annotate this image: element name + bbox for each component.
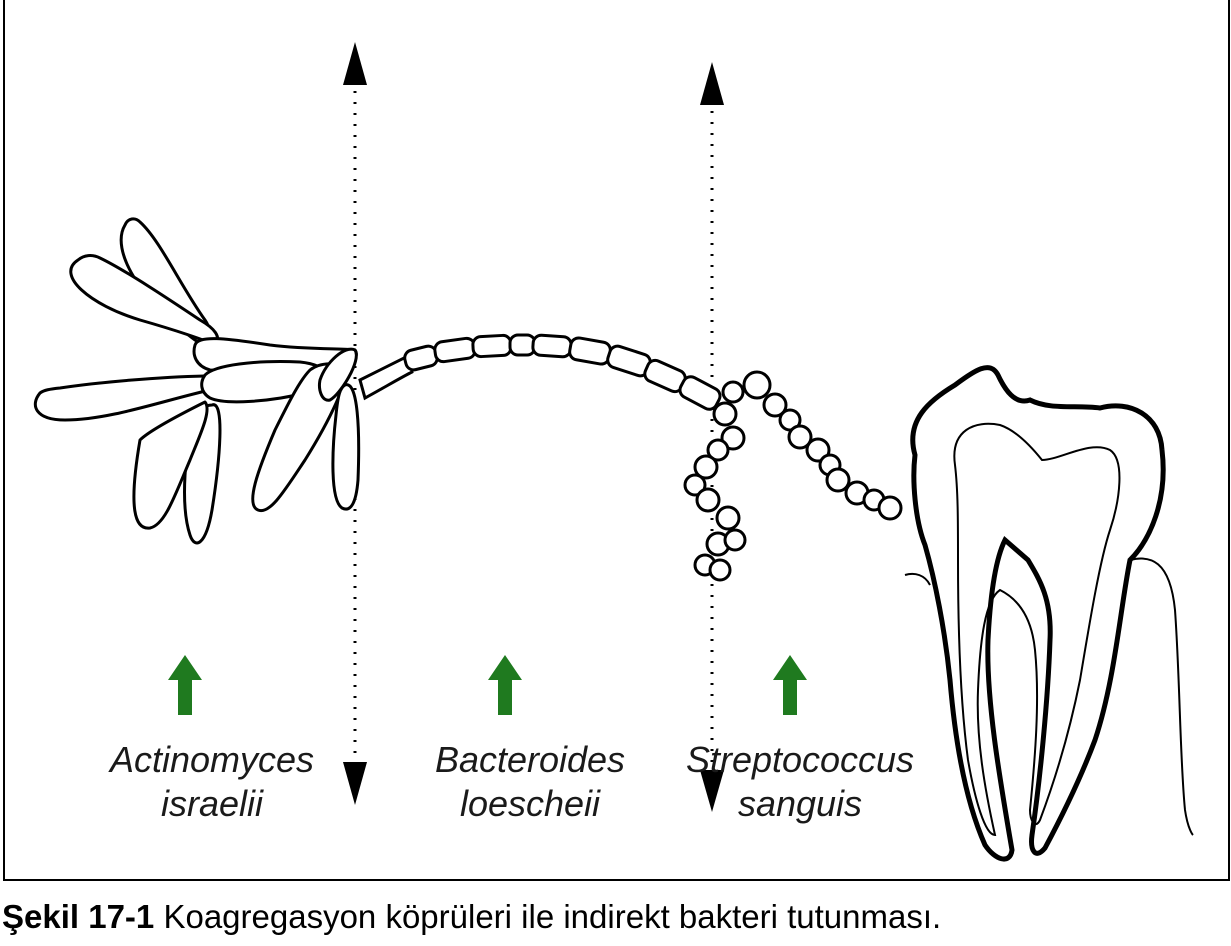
label-streptococcus-genus: Streptococcus xyxy=(670,738,930,782)
actinomyces-cells xyxy=(35,219,358,543)
label-actinomyces-genus: Actinomyces xyxy=(92,738,332,782)
green-arrow-actinomyces xyxy=(168,655,202,715)
caption-text: Koagregasyon köprüleri ile indirekt bakt… xyxy=(163,898,941,935)
figure-caption: Şekil 17-1 Koagregasyon köprüleri ile in… xyxy=(2,895,941,939)
green-arrow-streptococcus xyxy=(773,655,807,715)
label-bacteroides: Bacteroides loescheii xyxy=(410,738,650,826)
arrow-down-icon xyxy=(343,762,367,805)
caption-number: Şekil 17-1 xyxy=(2,898,154,935)
label-actinomyces-species: israelii xyxy=(92,782,332,826)
arrow-up-icon xyxy=(343,42,367,85)
label-bacteroides-genus: Bacteroides xyxy=(410,738,650,782)
label-streptococcus-species: sanguis xyxy=(670,782,930,826)
label-bacteroides-species: loescheii xyxy=(410,782,650,826)
bacteroides-chain xyxy=(360,335,723,412)
arrow-up-icon xyxy=(700,62,724,105)
boundary-line-right xyxy=(700,62,724,812)
label-actinomyces: Actinomyces israelii xyxy=(92,738,332,826)
green-arrow-bacteroides xyxy=(488,655,522,715)
tooth xyxy=(905,368,1193,859)
label-streptococcus: Streptococcus sanguis xyxy=(670,738,930,826)
